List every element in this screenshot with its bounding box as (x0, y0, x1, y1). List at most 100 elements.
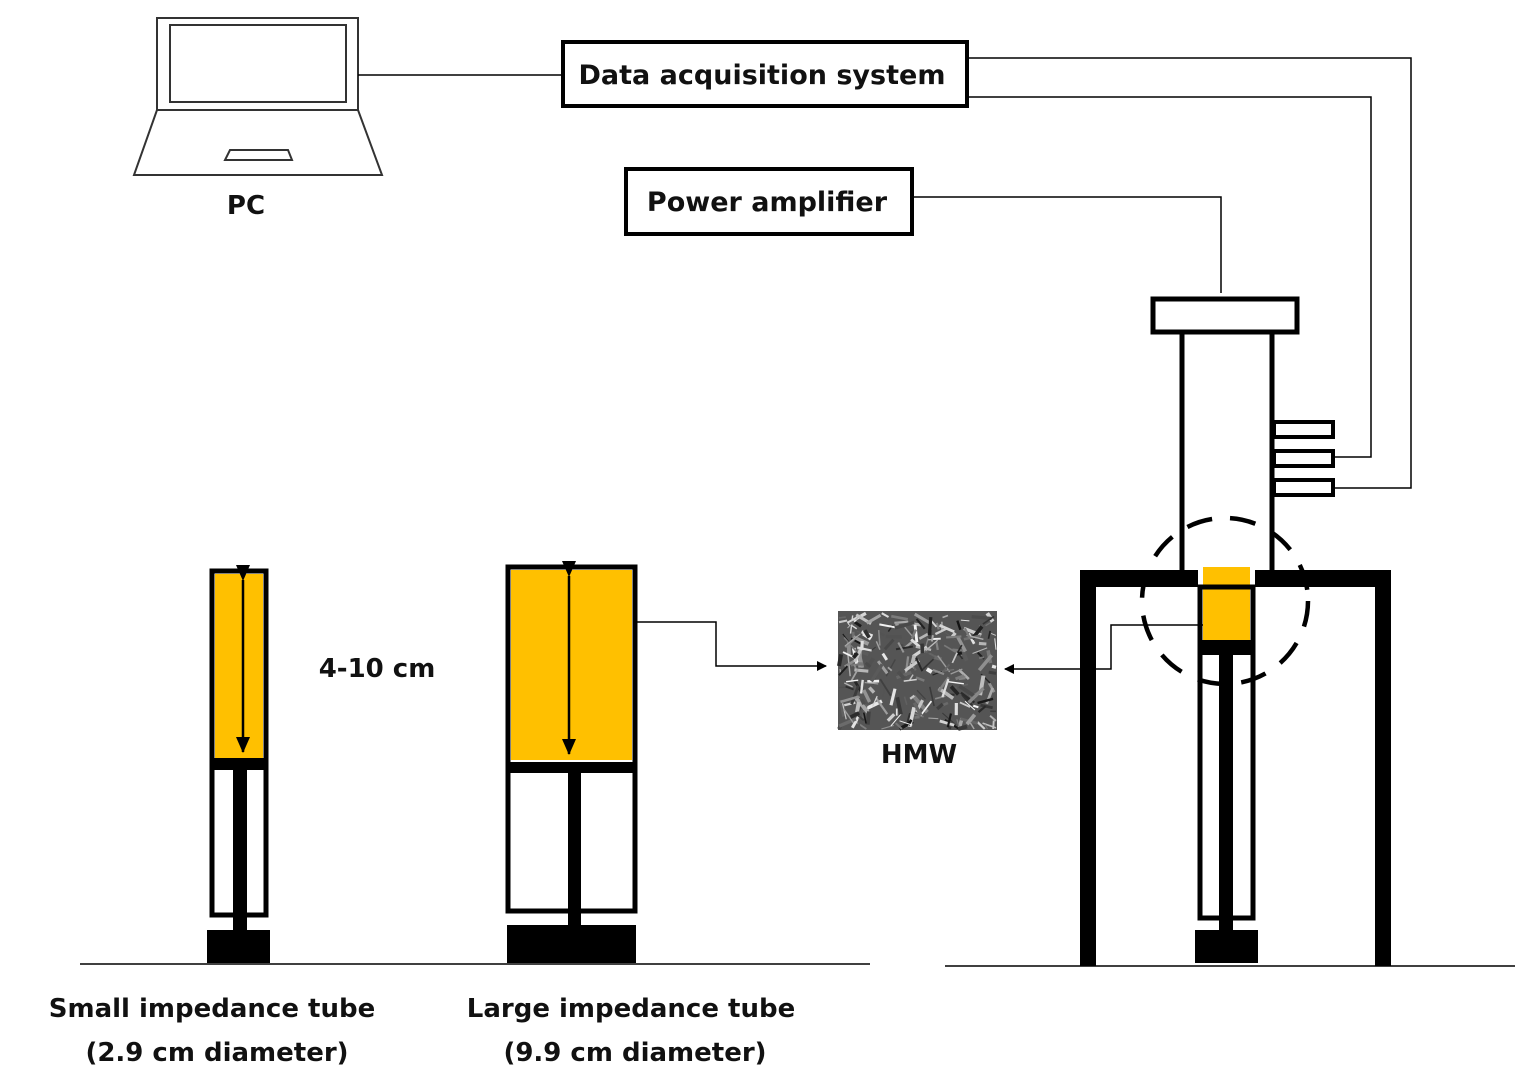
laptop-icon (132, 17, 384, 176)
wood-chip (903, 696, 908, 706)
wood-chip (927, 617, 933, 636)
wood-chip (915, 657, 924, 672)
wood-chip (957, 724, 968, 731)
wood-chip (859, 679, 864, 694)
wood-chip (988, 670, 997, 675)
wood-chip (957, 668, 970, 681)
wood-chip (914, 715, 920, 719)
wood-chip (875, 697, 889, 715)
hmw-label: HMW (881, 740, 957, 770)
thickness-label: 4-10 cm (319, 654, 436, 684)
wood-chip (890, 713, 902, 727)
wood-chip (860, 698, 866, 705)
wood-chip (850, 685, 860, 705)
wood-chip (915, 676, 925, 682)
wood-chip (930, 620, 938, 628)
wood-chip (838, 619, 848, 624)
wood-chip (946, 680, 964, 685)
wood-chip (942, 614, 949, 619)
wood-chip (935, 622, 940, 630)
data-acquisition-box: Data acquisition system (561, 40, 969, 108)
wood-chip (843, 708, 854, 724)
wood-chip (963, 634, 981, 641)
wood-chip (937, 686, 955, 700)
wood-chip (843, 636, 859, 654)
wood-chip (855, 701, 861, 713)
wood-chip (972, 647, 988, 655)
power-amplifier-box: Power amplifier (624, 167, 914, 236)
wood-chip (956, 636, 967, 653)
wood-chip (897, 642, 905, 653)
wood-chip (912, 702, 923, 717)
wood-chip (976, 721, 986, 730)
wood-chip (991, 664, 997, 669)
wood-chip (930, 635, 934, 642)
wood-chip (913, 612, 932, 625)
wood-chip (959, 701, 971, 708)
wood-chip (895, 670, 912, 680)
wood-chip (990, 632, 997, 636)
small-tube-label: Small impedance tube (49, 994, 375, 1024)
wood-chip (928, 717, 939, 720)
wood-chip (837, 654, 844, 667)
wood-chip (870, 663, 884, 683)
wood-chip (875, 641, 881, 650)
wood-chip (958, 684, 978, 699)
wood-chip (956, 620, 962, 631)
wood-chip (886, 713, 896, 722)
zoom-highlight-circle (1139, 515, 1311, 687)
wood-chip (942, 663, 951, 673)
wood-chip (969, 722, 975, 730)
wood-chip (881, 724, 894, 730)
wires (358, 57, 1412, 674)
wood-chip (894, 620, 915, 630)
wood-chip (963, 626, 982, 637)
wood-chip (989, 715, 997, 722)
small-tube-diameter: (2.9 cm diameter) (85, 1038, 348, 1068)
wood-chip (895, 696, 903, 715)
amplifier-label: Power amplifier (647, 187, 888, 218)
pc-label: PC (227, 191, 265, 221)
wood-chip (909, 694, 916, 700)
wood-chip (918, 632, 929, 640)
wood-chip (862, 712, 867, 724)
wood-chip (887, 666, 893, 672)
wood-chip (890, 614, 909, 621)
wood-chip (951, 652, 958, 664)
wood-chip (863, 629, 871, 639)
wood-chip (910, 638, 922, 649)
wood-chip (889, 688, 897, 706)
wood-chip (967, 686, 985, 704)
wood-chip (948, 726, 952, 730)
wood-chip (895, 722, 903, 730)
wood-chip (946, 635, 962, 639)
wood-chip (903, 678, 917, 682)
wood-chip (971, 614, 992, 621)
wood-chip (963, 627, 972, 640)
large-tube-label: Large impedance tube (467, 994, 795, 1024)
wood-chip (939, 719, 955, 727)
wood-chip (868, 686, 876, 694)
wood-chip (955, 674, 965, 681)
wood-chip (895, 645, 914, 651)
wood-chip (950, 668, 963, 675)
wood-chip (936, 702, 944, 711)
wood-chip (987, 630, 991, 639)
wood-chip (838, 665, 849, 676)
wood-chip (864, 661, 872, 668)
wood-chip (865, 613, 882, 625)
wood-chip (910, 655, 917, 664)
wood-chip (964, 700, 976, 711)
wood-chip (849, 711, 861, 719)
wood-chip (838, 717, 857, 728)
microphones (1272, 420, 1335, 497)
wood-chip (941, 678, 950, 698)
wood-chip (862, 689, 872, 703)
wood-chip (977, 654, 994, 672)
wood-chip (916, 689, 926, 700)
wood-chip (851, 625, 858, 630)
wood-chip (847, 655, 851, 677)
wood-chip (984, 724, 989, 730)
wood-chip (985, 621, 992, 627)
wood-chip (894, 620, 909, 624)
